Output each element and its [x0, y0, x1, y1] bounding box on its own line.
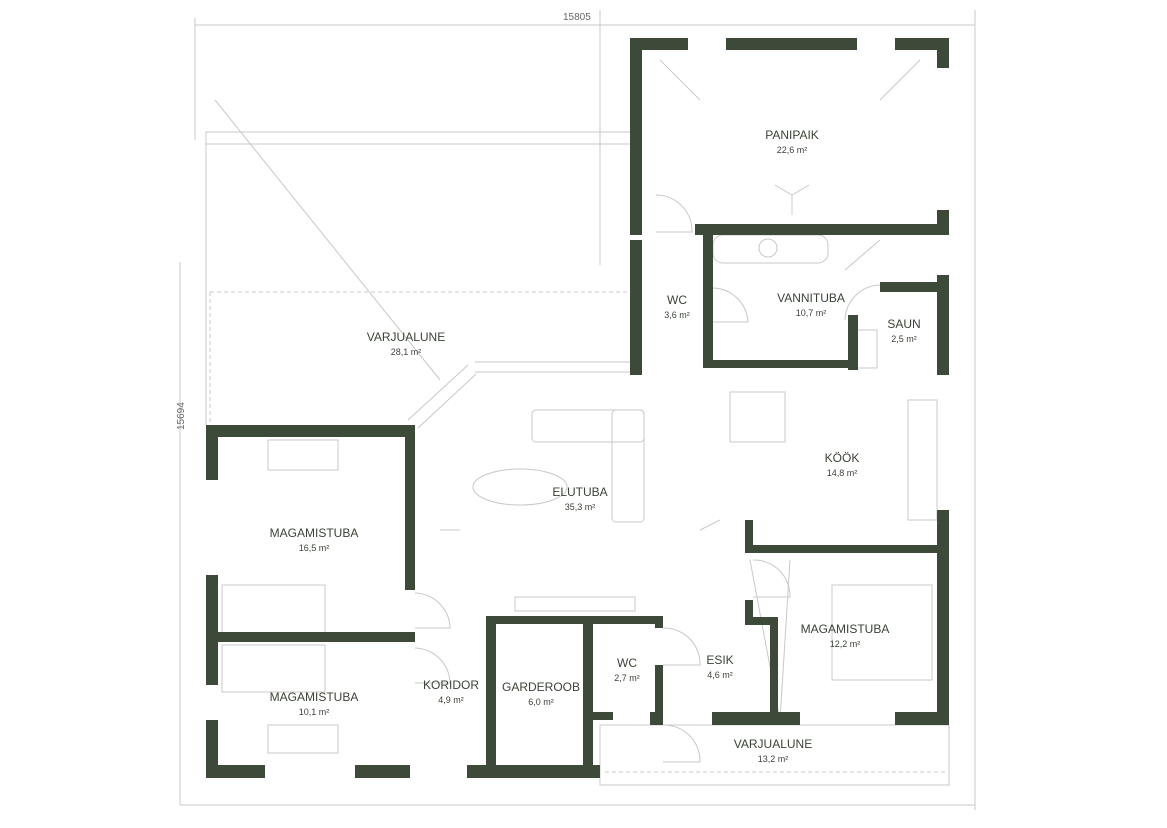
room-garderoob: GARDEROOB 6,0 m² [502, 680, 580, 707]
room-name: VANNITUBA [777, 291, 845, 305]
room-area: 4,6 m² [707, 670, 733, 680]
room-varjualune-2: VARJUALUNE 13,2 m² [734, 737, 812, 764]
room-kook: KÖÖK 14,8 m² [825, 451, 860, 478]
room-area: 28,1 m² [390, 347, 422, 357]
room-esik: ESIK 4,6 m² [706, 653, 733, 680]
room-name: PANIPAIK [765, 128, 819, 142]
room-area: 13,2 m² [757, 754, 789, 764]
height-dimension: 15694 [176, 402, 187, 430]
room-panipaik: PANIPAIK 22,6 m² [765, 128, 819, 155]
room-area: 10,7 m² [795, 308, 827, 318]
room-area: 6,0 m² [528, 697, 554, 707]
room-name: MAGAMISTUBA [269, 526, 359, 540]
room-area: 2,5 m² [891, 334, 917, 344]
room-elutuba: ELUTUBA 35,3 m² [552, 485, 607, 512]
walls [206, 38, 949, 778]
room-name: GARDEROOB [501, 680, 581, 694]
room-wc-1: WC 3,6 m² [664, 293, 690, 320]
room-magamistuba-3: MAGAMISTUBA 12,2 m² [801, 622, 890, 649]
room-name: WC [616, 656, 637, 670]
room-name: WC [666, 293, 687, 307]
terrace-outlines [205, 99, 950, 786]
room-name: VARJUALUNE [366, 330, 446, 344]
room-name: MAGAMISTUBA [269, 690, 359, 704]
room-vannituba: VANNITUBA 10,7 m² [777, 291, 845, 318]
room-area: 16,5 m² [298, 543, 330, 553]
room-area: 12,2 m² [829, 639, 861, 649]
room-varjualune-1: VARJUALUNE 28,1 m² [367, 330, 445, 357]
room-koridor: KORIDOR 4,9 m² [423, 678, 479, 705]
room-saun: SAUN 2,5 m² [887, 317, 920, 344]
room-area: 3,6 m² [664, 310, 690, 320]
room-magamistuba-2: MAGAMISTUBA 10,1 m² [270, 690, 359, 717]
room-name: KÖÖK [824, 451, 860, 465]
room-name: ESIK [706, 653, 734, 667]
room-magamistuba-1: MAGAMISTUBA 16,5 m² [270, 526, 359, 553]
room-wc-2: WC 2,7 m² [614, 656, 640, 683]
room-area: 14,8 m² [826, 468, 858, 478]
room-area: 2,7 m² [614, 673, 640, 683]
furniture [221, 194, 938, 763]
width-dimension: 15805 [563, 12, 591, 23]
room-area: 35,3 m² [564, 502, 596, 512]
room-name: ELUTUBA [552, 485, 608, 499]
room-area: 4,9 m² [438, 695, 464, 705]
room-area: 22,6 m² [776, 145, 808, 155]
room-area: 10,1 m² [298, 707, 330, 717]
room-name: MAGAMISTUBA [800, 622, 890, 636]
room-name: SAUN [887, 317, 921, 331]
room-name: VARJUALUNE [733, 737, 813, 751]
dimension-lines [179, 10, 976, 810]
room-name: KORIDOR [422, 678, 480, 692]
